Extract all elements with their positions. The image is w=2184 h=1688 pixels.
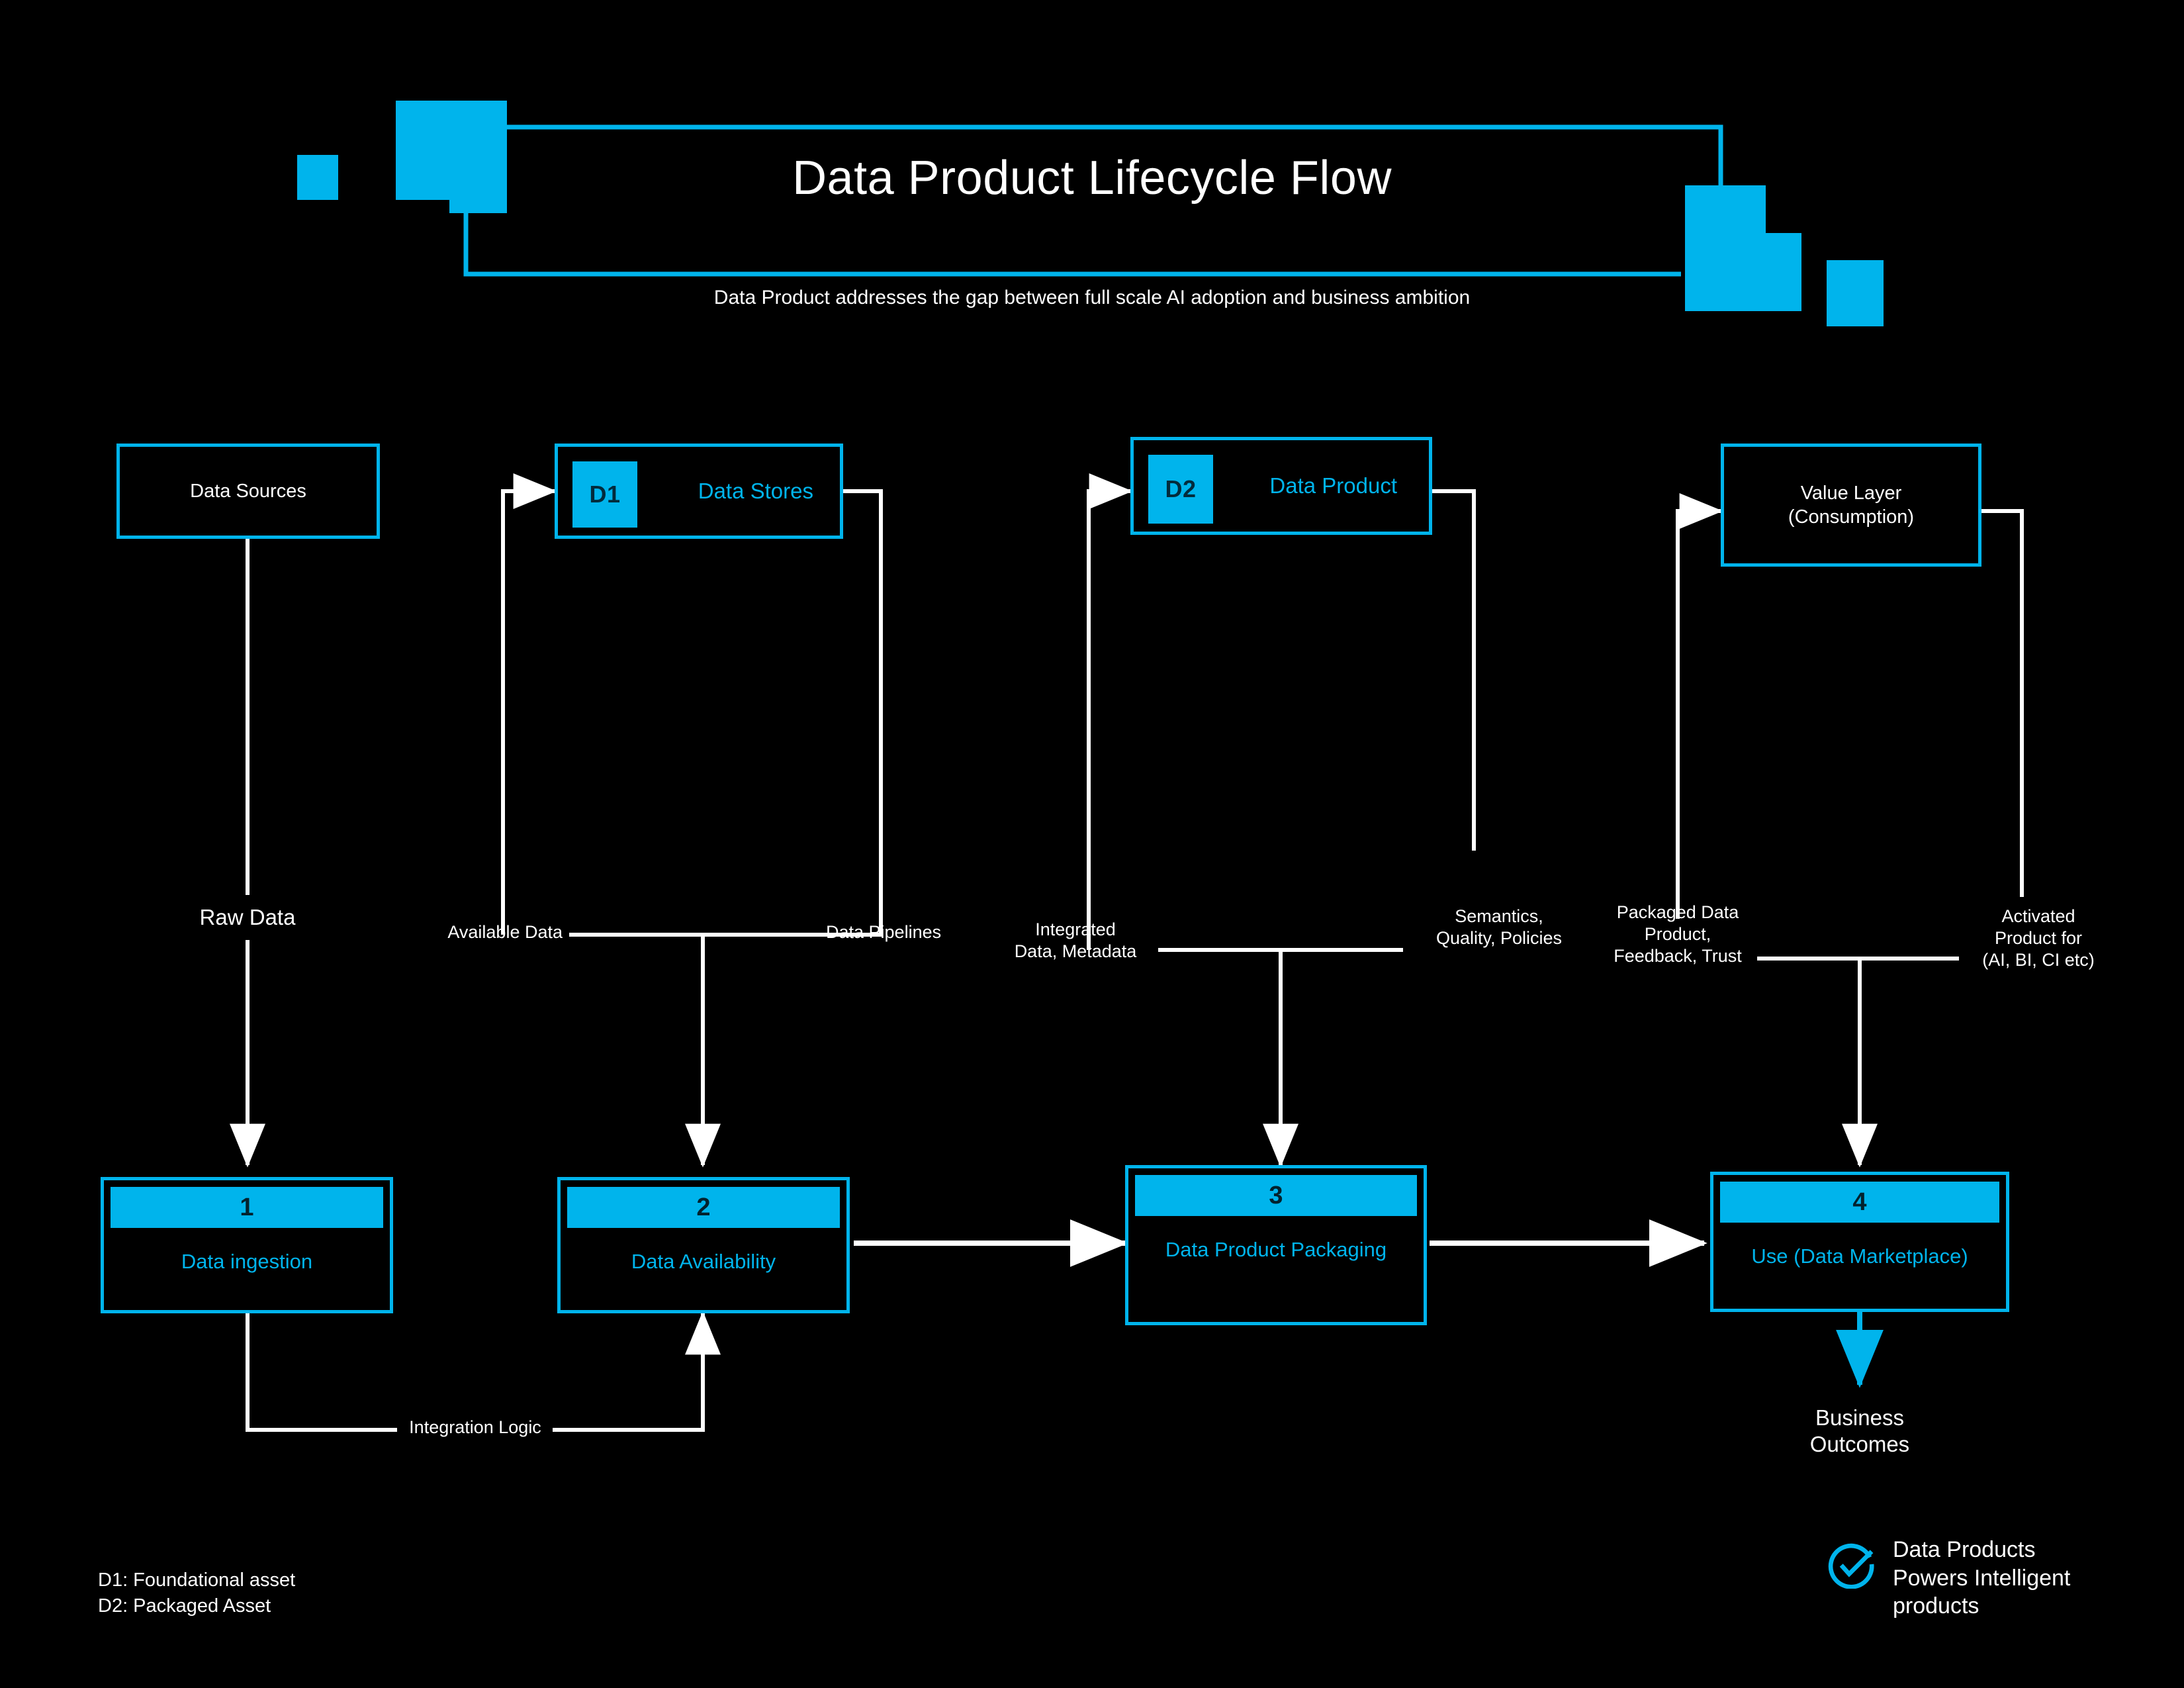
line-activated-product [1981,509,2024,897]
node-data-stores[interactable]: D1 Data Stores [555,444,843,539]
line-integration-logic-right [553,1311,721,1432]
process-box-1[interactable]: 1 Data ingestion [101,1177,393,1313]
node-data-product[interactable]: D2 Data Product [1130,437,1432,535]
process-box-3[interactable]: 3 Data Product Packaging [1125,1165,1427,1325]
process-box-3-number: 3 [1135,1175,1417,1216]
line-integrated-data [1087,473,1133,950]
header-square-small-right [1827,260,1884,326]
node-data-stores-label: Data Stores [698,479,813,504]
node-value-layer[interactable]: Value Layer (Consumption) [1721,444,1981,567]
process-box-4-number: 4 [1720,1182,1999,1223]
legend-line-d2: D2: Packaged Asset [98,1595,271,1617]
process-box-1-name: Data ingestion [181,1250,313,1273]
node-data-stores-tag: D1 [572,461,637,528]
label-available-data: Available Data [447,922,563,942]
label-packaged-product: Packaged Data Product, Feedback, Trust [1614,902,1742,966]
legend: D1: Foundational asset D2: Packaged Asse… [98,1568,295,1618]
node-value-layer-label: Value Layer (Consumption) [1788,482,1915,528]
label-activated-product: Activated Product for (AI, BI, CI etc) [1982,906,2095,970]
label-semantics: Semantics, Quality, Policies [1435,906,1563,948]
footer-text: Data Products Powers Intelligent product… [1893,1537,2071,1618]
node-data-sources-label: Data Sources [190,480,306,502]
process-box-1-number: 1 [111,1187,383,1228]
process-box-2[interactable]: 2 Data Availability [557,1177,850,1313]
line-available-data [501,473,557,935]
header-square-small-left [297,155,338,200]
label-data-pipelines: Data Pipelines [826,922,942,942]
legend-line-d1: D1: Foundational asset [98,1570,296,1591]
header-block-left-lower [449,101,507,213]
node-data-sources[interactable]: Data Sources [116,444,380,539]
line-packaged-product [1676,493,1723,919]
line-integration-logic-left [246,1313,397,1432]
node-data-product-tag: D2 [1148,455,1213,524]
header-frame-line [507,124,1723,185]
header-frame-line-lower [463,213,1681,277]
process-box-4-name: Use (Data Marketplace) [1751,1244,1968,1268]
label-raw-data: Raw Data [199,905,296,929]
process-box-3-name: Data Product Packaging [1165,1238,1387,1261]
process-box-2-number: 2 [567,1187,840,1228]
label-business-outcomes: Business Outcomes [1809,1405,1910,1457]
check-circle-icon [1828,1543,1874,1589]
footer-brand: Data Products Powers Intelligent product… [1827,1536,2070,1620]
label-integrated-data: Integrated Data, Metadata [1014,919,1137,961]
process-box-2-name: Data Availability [631,1250,776,1273]
page-title: Data Product Lifecycle Flow [792,152,1392,205]
line-semantics [1432,489,1476,851]
node-data-product-label: Data Product [1269,473,1397,498]
process-box-4[interactable]: 4 Use (Data Marketplace) [1710,1172,2009,1312]
line-data-pipelines [817,489,883,937]
label-integration-logic: Integration Logic [409,1417,541,1437]
page-subtitle: Data Product addresses the gap between f… [713,287,1471,308]
header-block-right-lower [1685,233,1801,311]
